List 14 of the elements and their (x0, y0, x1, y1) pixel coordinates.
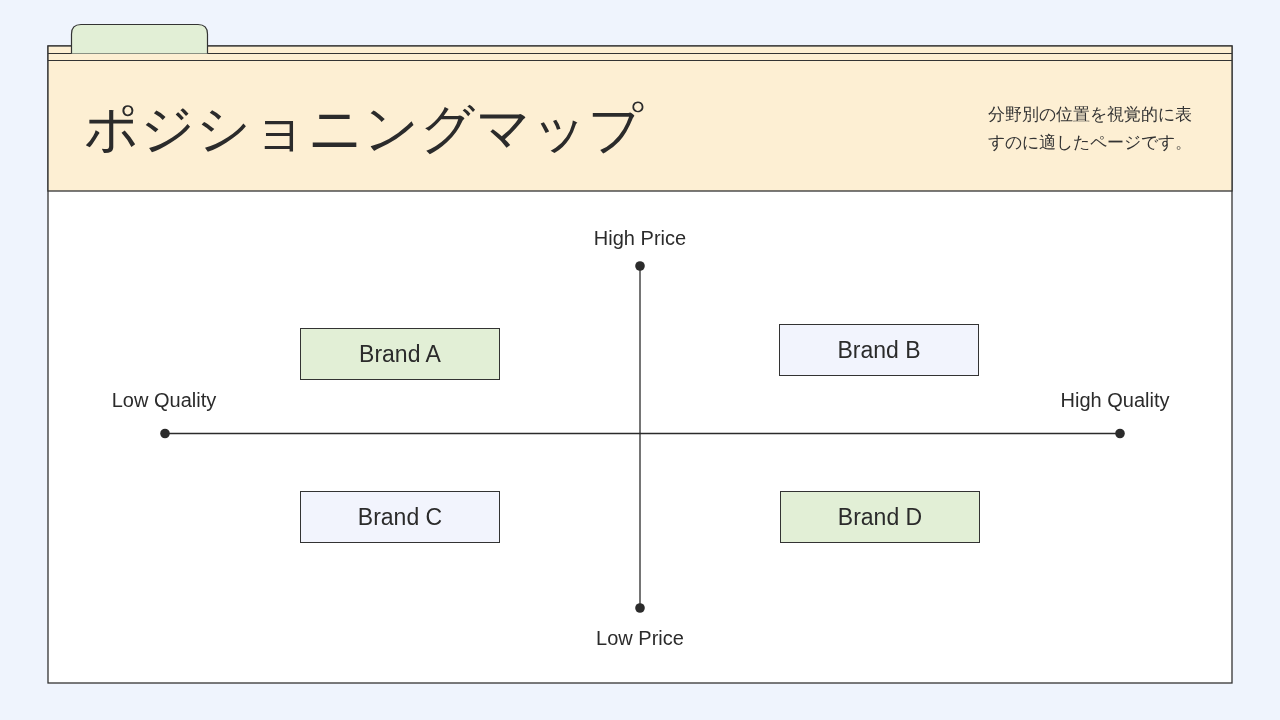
label-panel (300, 328, 500, 380)
label-panel (300, 491, 500, 543)
label-panel (780, 491, 980, 543)
subtitle: 分野別の位置を視覚的に表すのに適したページです。 (987, 104, 1192, 154)
axis-label: High Price (593, 226, 687, 250)
node-label: Brand C (357, 503, 443, 531)
node-label: Brand B (837, 336, 921, 364)
label-panel (779, 324, 979, 376)
node-label: Brand D (837, 503, 923, 531)
title: ポジショニングマップ (84, 97, 644, 160)
node-label: Brand A (359, 340, 441, 368)
axis-label: High Quality (1060, 388, 1170, 412)
axis-label: Low Quality (111, 388, 217, 412)
axis-label: Low Price (596, 626, 684, 650)
